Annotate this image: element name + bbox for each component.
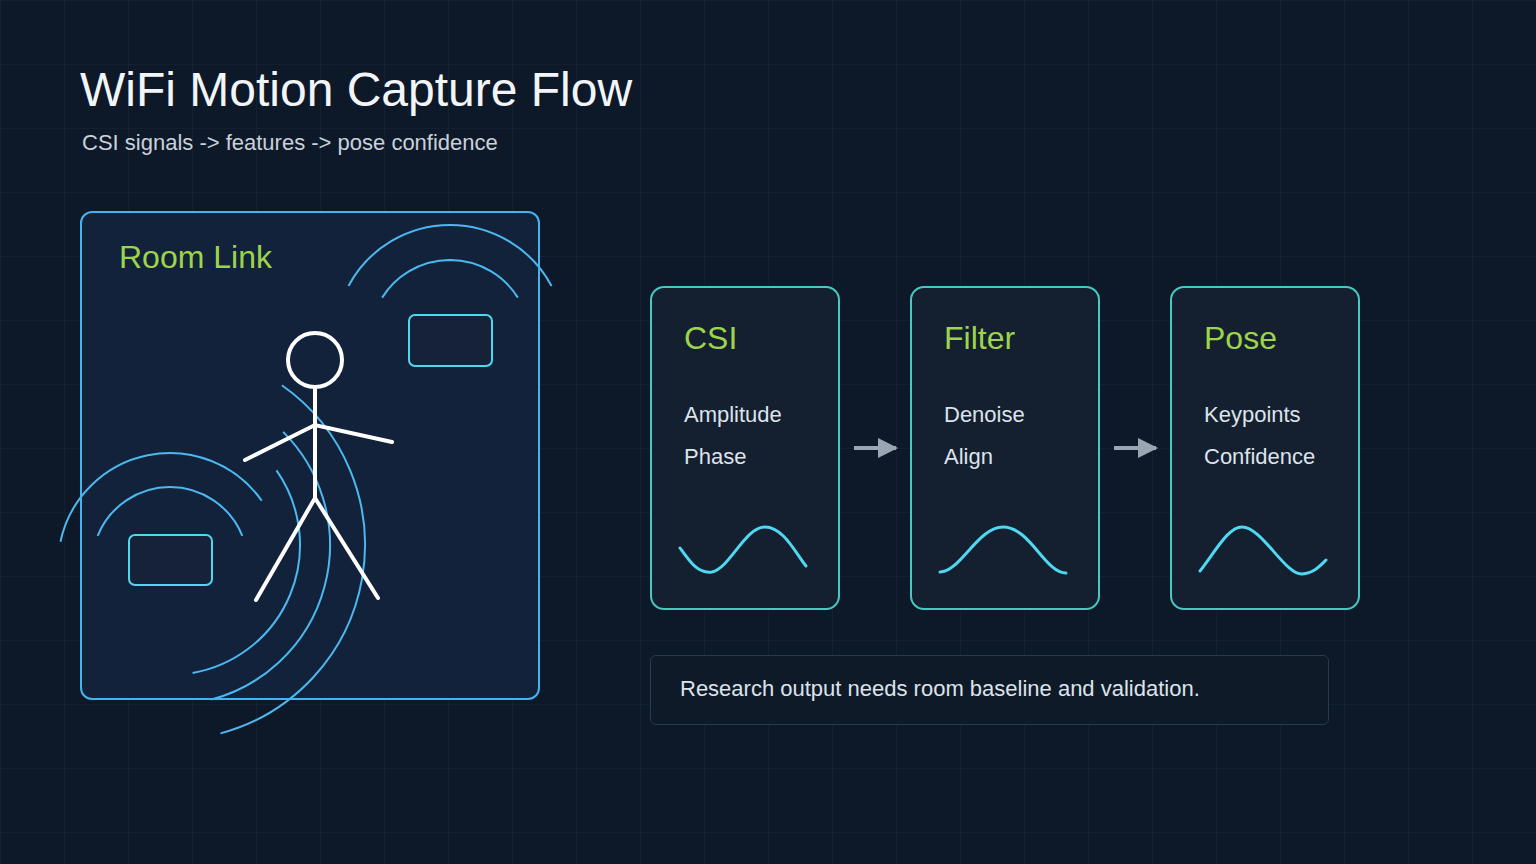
box-heading: Room Link [119,237,501,277]
room-illustration [60,225,551,733]
signal-arc [348,225,551,286]
caption: CSI signals -> features -> pose confiden… [82,130,498,156]
card-fill [911,287,1099,609]
box-item: Confidence [1204,436,1326,478]
note-box: Research output needs room baseline and … [650,655,1329,725]
box-item: Denoise [944,394,1066,436]
figure-limb [245,425,392,460]
signal-arc [382,260,518,298]
signal-arc [211,432,330,700]
wifi-device [409,315,492,366]
note-fill [651,656,1328,724]
signal-wave [1200,527,1326,574]
title: WiFi Motion Capture Flow [80,62,632,117]
box-item: Amplitude [684,394,806,436]
figure-head [288,333,342,387]
flow-arrow [854,446,896,450]
flow-arrow [1114,446,1156,450]
process-box: PoseKeypointsConfidence [1170,286,1360,610]
figure-limb [313,388,317,498]
stick-figure [245,333,392,600]
box-heading: Pose [1204,318,1326,358]
box-heading: CSI [684,318,806,358]
process-box: FilterDenoiseAlign [910,286,1100,610]
box-item: Phase [684,436,806,478]
card-fill [651,287,839,609]
signal-wave [940,527,1066,573]
box-item: Keypoints [1204,394,1326,436]
note-text: Research output needs room baseline and … [680,676,1299,702]
signal-wave [680,527,806,572]
box-item: Align [944,436,1066,478]
box-heading: Filter [944,318,1066,358]
process-box: CSI AmplitudePhase [650,286,840,610]
figure-limb [256,498,378,600]
card-fill [1171,287,1359,609]
room-box: Room Link [80,211,540,700]
wifi-device [129,535,212,585]
signal-arc [98,487,243,536]
signal-arc [60,453,261,542]
